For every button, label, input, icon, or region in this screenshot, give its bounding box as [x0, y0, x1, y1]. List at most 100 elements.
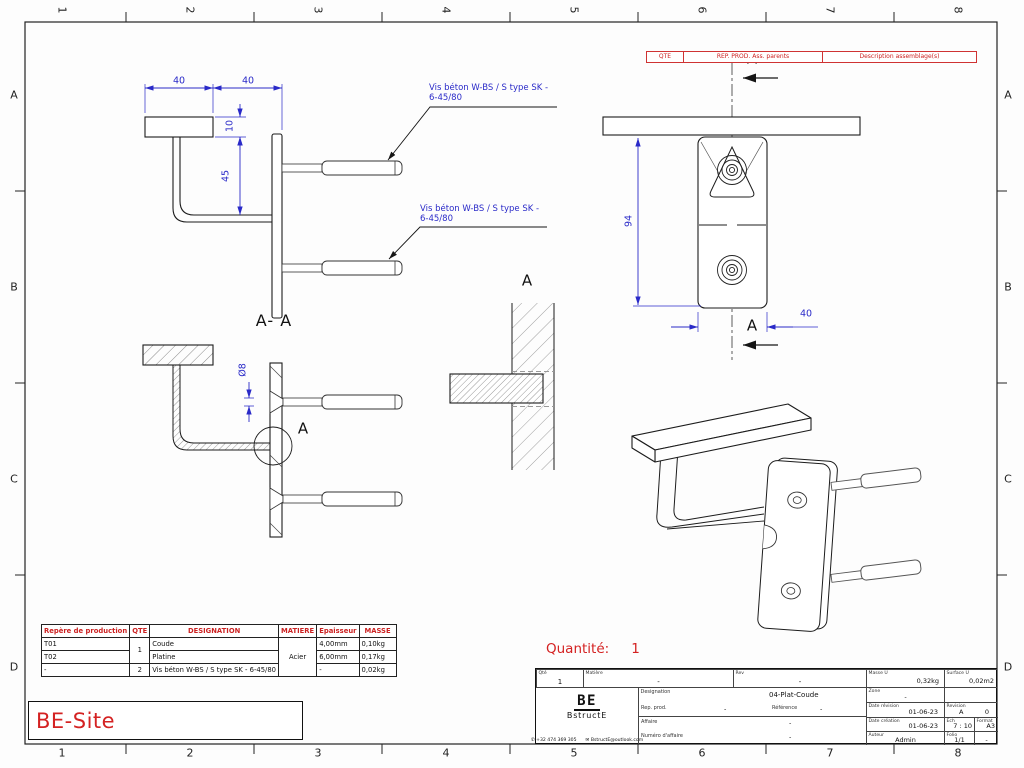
tb-value: Admin	[895, 736, 916, 744]
screw-annotation-line: 6-45/80	[420, 214, 453, 225]
tb-matiere-cell: Matière -	[583, 669, 733, 687]
tb-label: Numéro d'affaire	[641, 733, 683, 739]
dim-hole-diameter: Ø8	[237, 363, 249, 377]
frame-col-label: 2	[186, 746, 194, 760]
tb-label: Qté	[538, 670, 547, 676]
tb-label: Matière	[585, 670, 603, 676]
tb-label: Surface U	[946, 670, 969, 676]
frame-col-label: 1	[58, 746, 66, 760]
email-icon: ✉	[585, 737, 590, 743]
tb-designation-cell: Designation 04-Plat-Coude Rep. prod. - R…	[638, 687, 866, 716]
section-view-title: A- A	[255, 311, 293, 330]
company-contact: ✆ +32 474 369 305 ✉ BstructE@outlook.com	[531, 738, 643, 743]
email-address: BstructE@outlook.com	[590, 737, 644, 743]
bom-row: T01 1 Coude Acier 4,00mm 0,10kg	[40, 637, 397, 677]
tb-value: 0	[984, 708, 989, 716]
tb-label: Format	[976, 718, 993, 724]
tb-value: 0,32kg	[916, 677, 939, 685]
frame-col-label: 7	[826, 746, 834, 760]
frame-col-label: 6	[695, 6, 709, 14]
tb-label: Auteur	[868, 732, 884, 738]
detail-circle-label: A	[297, 419, 309, 438]
title-block: Qté 1 Matière - Rev - Masse U 0,32kg Sur…	[531, 668, 998, 745]
screw-annotation-line: Vis béton W-BS / S type SK -	[420, 204, 540, 214]
tb-date-creation-cell: Date création 01-06-23	[866, 717, 944, 731]
quantity-note: Quantité: 1	[546, 641, 640, 657]
dim-drop: 45	[220, 169, 232, 183]
tb-value: -	[904, 693, 907, 701]
tb-value: A	[959, 708, 964, 716]
bom-cell: 0,10kg	[358, 637, 397, 651]
sheet-frame	[15, 12, 1007, 754]
screw-annotation-2: Vis béton W-BS / S type SK - 6-45/80	[420, 204, 539, 224]
dim-bar-thickness: 10	[224, 119, 236, 133]
tb-label: Masse U	[868, 670, 888, 676]
tb-format-cell: Format A3	[974, 717, 998, 731]
frame-row-label: D	[1003, 660, 1013, 674]
quantity-value: 1	[631, 641, 640, 657]
tb-value: 01-06-23	[908, 708, 938, 716]
bom-header: MASSE	[358, 624, 397, 638]
tb-folio-extra-cell: -	[974, 731, 998, 745]
tb-value: -	[657, 678, 660, 686]
frame-col-label: 4	[442, 746, 450, 760]
frame-col-label: 2	[183, 6, 197, 14]
tb-folio-cell: Folio 1/1	[944, 731, 974, 745]
view-side-elevation	[144, 84, 557, 319]
tb-affaire-cell: Affaire - Numéro d'affaire -	[638, 716, 866, 745]
tb-qte-cell: Qté 1	[536, 669, 583, 687]
tb-label: Designation	[640, 688, 671, 695]
tb-value: 7 : 10	[953, 722, 972, 730]
tb-value: -	[798, 678, 802, 686]
cut-arrow-label-bottom: A	[746, 316, 758, 335]
tb-rev-cell: Rev -	[733, 669, 866, 687]
view-isometric	[631, 403, 922, 632]
tb-value: 1/1	[954, 736, 965, 744]
detail-view-title: A	[521, 271, 533, 290]
bom-cell: 4,00mm	[316, 637, 360, 651]
bom-header: Repère de production	[40, 624, 131, 638]
email-entry: ✉ BstructE@outlook.com	[586, 738, 644, 743]
tb-label: Date révision	[868, 703, 899, 709]
frame-col-label: 5	[570, 746, 578, 760]
tb-value: -	[820, 705, 823, 713]
tb-masse-cell: Masse U 0,32kg	[866, 669, 944, 687]
frame-row-label: C	[10, 472, 18, 486]
tb-label: Ech	[946, 718, 955, 724]
frame-row-label: D	[9, 660, 19, 674]
tb-ech-cell: Ech 7 : 10	[944, 717, 974, 731]
site-label: BE-Site	[36, 708, 116, 733]
tb-label: Revision	[946, 703, 966, 709]
tb-value: A3	[986, 722, 995, 730]
bom-cell: Platine	[149, 650, 279, 664]
frame-col-label: 3	[314, 746, 322, 760]
screw-annotation-line: 6-45/80	[429, 93, 462, 104]
bom-header-row: Repère de production QTE DESIGNATION MAT…	[40, 624, 397, 638]
frame-row-label: C	[1004, 472, 1012, 486]
frame-col-label: 5	[567, 6, 581, 14]
phone-entry: ✆ +32 474 369 305	[531, 738, 577, 743]
bom-header: DESIGNATION	[149, 624, 279, 638]
bom-header: QTE	[129, 624, 151, 638]
bom-cell: 6,00mm	[316, 650, 360, 664]
tb-surface-cell: Surface U 0,02m2	[944, 669, 997, 687]
frame-row-label: A	[10, 88, 18, 102]
tb-value: -	[724, 705, 727, 713]
frame-col-label: 6	[698, 746, 706, 760]
dim-width-right: 40	[241, 75, 255, 87]
bom-cell: Vis béton W-BS / S type SK - 6-45/80	[149, 663, 279, 677]
tb-value: 1	[557, 678, 563, 686]
bom-cell: 0,02kg	[358, 663, 397, 677]
frame-row-label: B	[1004, 280, 1012, 294]
frame-col-label: 3	[311, 6, 325, 14]
bom-header: MATIERE	[277, 624, 318, 638]
bom-cell: -	[316, 663, 360, 677]
dim-plate-height: 94	[623, 214, 635, 228]
tb-logo-cell: BE BstructE ✆ +32 474 369 305 ✉ BstructE…	[531, 687, 643, 745]
tb-zone-cell: Zone -	[866, 687, 944, 702]
assembly-col-qte: QTE	[658, 53, 672, 60]
tb-value: -	[789, 733, 792, 741]
frame-col-label: 1	[55, 6, 69, 14]
